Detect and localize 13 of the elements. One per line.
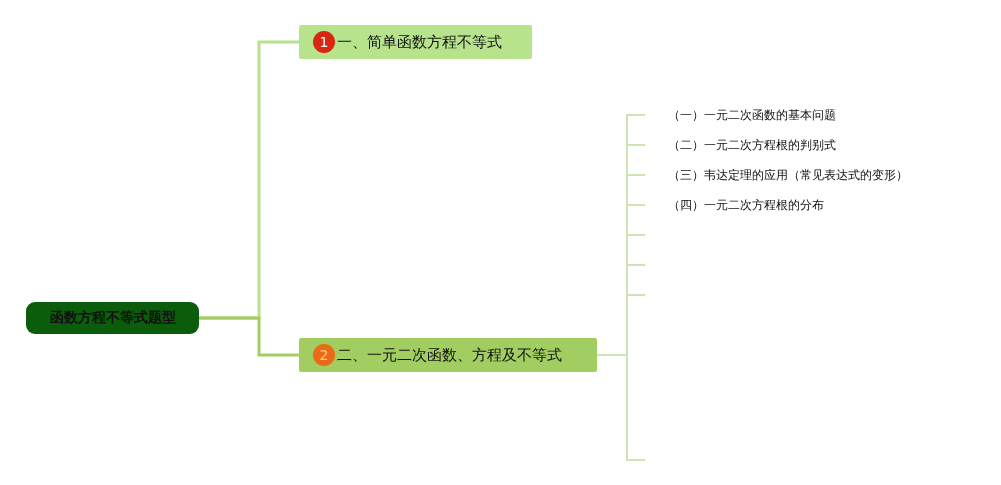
subtopic-label: （四）一元二次方程根的分布	[645, 195, 885, 215]
number-badge: 1	[313, 31, 335, 53]
topic-box	[299, 338, 597, 372]
subtopic-label: （三）韦达定理的应用（常见表达式的变形）	[645, 165, 945, 185]
root-topic: 函数方程不等式题型	[26, 302, 199, 334]
subtopic-label: （二）一元二次方程根的判别式	[645, 135, 885, 155]
number-badge: 2	[313, 344, 335, 366]
connector-line	[199, 316, 299, 357]
topic-label: 一、简单函数方程不等式	[337, 32, 502, 52]
topic-box	[299, 25, 532, 59]
subtopic-label: （一）一元二次函数的基本问题	[645, 105, 885, 125]
connector-line	[596, 354, 646, 461]
topic-label: 二、一元二次函数、方程及不等式	[337, 345, 562, 365]
